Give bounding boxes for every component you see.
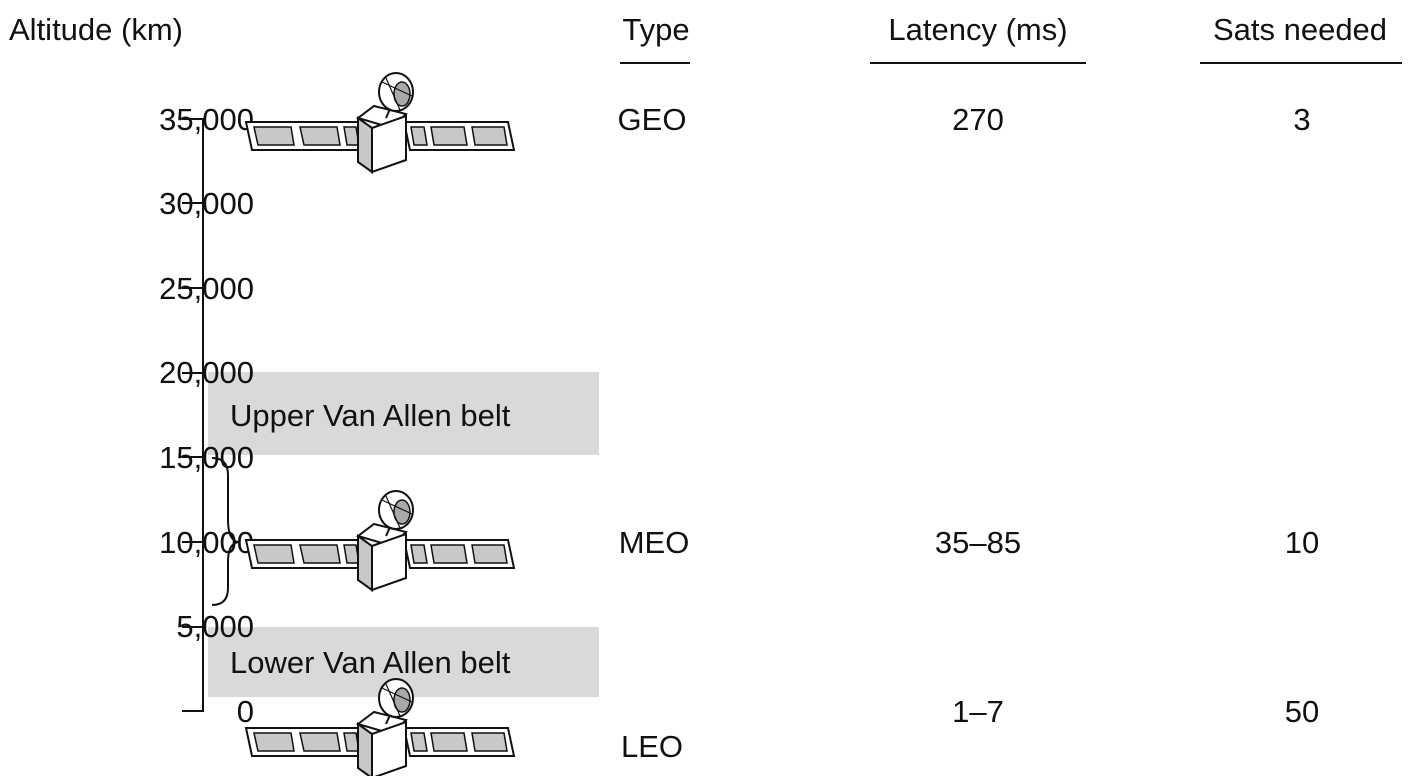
- orbit-type: GEO: [617, 102, 687, 137]
- latency-value: 1–7: [952, 694, 1004, 729]
- axis-tick-label: 5,000: [176, 609, 254, 644]
- satellite-icon: [245, 678, 515, 776]
- axis-tick-label: 15,000: [159, 440, 254, 475]
- orbit-type: LEO: [620, 729, 684, 764]
- sats-needed-value: 10: [1284, 525, 1320, 560]
- axis-tick-label: 20,000: [159, 355, 254, 390]
- sats-needed-value: 3: [1293, 102, 1311, 137]
- upper-van-allen-belt: Upper Van Allen belt: [208, 372, 599, 455]
- lower-belt-label: Lower Van Allen belt: [230, 645, 511, 680]
- axis-tick-label: 25,000: [159, 271, 254, 306]
- type-header-underline: [620, 62, 690, 64]
- axis-tick-label: 0: [236, 694, 254, 729]
- satellite-icon: [245, 72, 515, 173]
- type-header: Type: [622, 12, 690, 47]
- satellite-icon: [245, 490, 515, 591]
- sats-header: Sats needed: [1212, 12, 1388, 47]
- axis-tick-label: 35,000: [159, 102, 254, 137]
- axis-tick-label: 10,000: [159, 525, 254, 560]
- meo-range-brace: [211, 457, 239, 606]
- latency-header: Latency (ms): [888, 12, 1068, 47]
- orbit-type: MEO: [618, 525, 690, 560]
- sats-header-underline: [1200, 62, 1402, 64]
- latency-value: 35–85: [934, 525, 1022, 560]
- lower-van-allen-belt: Lower Van Allen belt: [208, 627, 599, 697]
- axis-tick-label: 30,000: [159, 186, 254, 221]
- latency-value: 270: [952, 102, 1004, 137]
- altitude-header: Altitude (km): [9, 12, 183, 47]
- latency-header-underline: [870, 62, 1086, 64]
- sats-needed-value: 50: [1284, 694, 1320, 729]
- upper-belt-label: Upper Van Allen belt: [230, 398, 511, 433]
